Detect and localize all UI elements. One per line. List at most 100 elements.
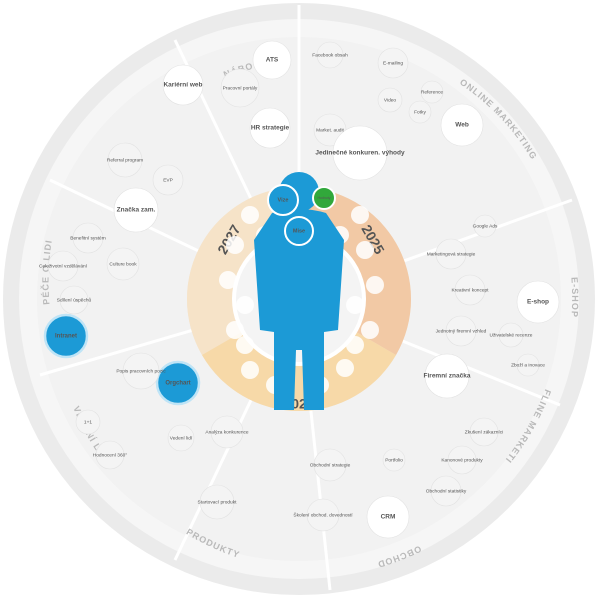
bubble-label: Intranet: [55, 334, 77, 340]
bubble-label: Zkušení zákazníci: [465, 429, 503, 435]
bubble-label: Portfolio: [385, 457, 403, 463]
bubble-analy-za-konkurence[interactable]: Analýza konkurence: [205, 415, 249, 449]
bubble-web[interactable]: Web: [440, 103, 484, 147]
bubble-label: Popis pracovních pozic: [116, 368, 166, 374]
mise-node[interactable]: Mise: [284, 216, 314, 246]
vize-node[interactable]: Vize: [267, 184, 299, 216]
year-dot: [346, 296, 364, 314]
bubble-google-ads[interactable]: Google Ads: [473, 214, 498, 238]
bubble-1-1[interactable]: 1+1: [75, 409, 101, 435]
bubble-intranet[interactable]: Intranet: [43, 313, 89, 359]
year-dot: [241, 361, 259, 379]
bubble-video[interactable]: Video: [377, 87, 403, 113]
bubble-label: Jednotný firemní vzhled: [436, 328, 487, 334]
bubble-vedeni-lidi[interactable]: Vedení lidí: [167, 424, 195, 452]
bubble-label: Analýza konkurence: [205, 429, 249, 435]
bubble-layer: Kariérní web Pracovní portály ATS HR strate…: [39, 40, 560, 539]
bubble-marketingova-strategie[interactable]: Marketingová strategie: [427, 238, 476, 270]
bubble-orgchart[interactable]: Orgchart: [155, 360, 201, 406]
bubble-firemni-znac-ka[interactable]: Firemní značka: [424, 353, 471, 399]
year-dot: [219, 271, 237, 289]
bubble-evp[interactable]: EVP: [152, 164, 184, 196]
year-dot: [226, 321, 244, 339]
bubble-label: Značka zam.: [117, 207, 156, 214]
bubble-obchodni-strategie[interactable]: Obchodní strategie: [310, 448, 351, 482]
mise-label: Mise: [293, 228, 305, 234]
bubble-label: EVP: [163, 177, 173, 183]
bubble-label: Facebook obsah: [312, 52, 348, 58]
bubble-culture-book[interactable]: Culture book: [106, 247, 140, 281]
bubble-label: Zboží a inovace: [511, 362, 545, 368]
bubble-facebook-obsah[interactable]: Facebook obsah: [312, 41, 348, 69]
year-dot: [346, 336, 364, 354]
bubble-s-koleni-obchod-dovednosti[interactable]: Školení obchod. dovedností: [293, 498, 353, 532]
year-dot: [236, 336, 254, 354]
bubble-label: HR strategie: [251, 125, 290, 132]
year-dot: [236, 296, 254, 314]
bubble-label: Hodnocení 360°: [93, 452, 128, 458]
bubble-label: Fotky: [414, 109, 426, 115]
bubble-label: CRM: [381, 514, 396, 521]
bubble-label: Kreativní koncept: [451, 287, 489, 293]
bubble-sdi-leni-u-spe-chu[interactable]: Sdílení úspěchů: [57, 285, 92, 315]
bubble-jedinec-ne-konkuren-vy-hody[interactable]: Jedinečné konkuren. výhody: [315, 125, 405, 181]
bubble-zkus-eni-za-kazni-ci[interactable]: Zkušení zákazníci: [465, 417, 503, 447]
bubble-label: E-mailing: [383, 60, 403, 66]
bubble-label: Reference: [421, 89, 443, 95]
bubble-hodnoceni-360[interactable]: Hodnocení 360°: [93, 440, 128, 470]
bubble-portfolio[interactable]: Portfolio: [382, 448, 406, 472]
bubble-label: Kariérní web: [163, 82, 202, 89]
bubble-label: Obchodní strategie: [310, 462, 351, 468]
bubble-celoz-ivotni-vzde-la-va-ni[interactable]: Celoživotní vzdělávání: [39, 250, 88, 282]
bubble-label: Pracovní portály: [223, 85, 258, 91]
year-dot: [336, 359, 354, 377]
bubble-pracovni-porta-ly[interactable]: Pracovní portály: [220, 68, 260, 108]
year-dot: [226, 236, 244, 254]
bubble-jednotny-firemni-vzhled[interactable]: Jednotný firemní vzhled: [436, 315, 487, 347]
year-dot: [351, 206, 369, 224]
year-dot: [361, 321, 379, 339]
bubble-label: Web: [455, 122, 469, 129]
bubble-hr-strategie[interactable]: HR strategie: [249, 107, 291, 149]
bubble-label: Marketingová strategie: [427, 251, 476, 257]
bubble-zboz-i-a-inovace[interactable]: Zboží a inovace: [511, 353, 545, 377]
bubble-label: Google Ads: [473, 223, 498, 229]
bubble-label: 1+1: [84, 419, 92, 425]
bubble-startovaci-produkt[interactable]: Startovací produkt: [198, 484, 238, 520]
bubble-referral-program[interactable]: Referral program: [107, 142, 143, 178]
bubble-label: Jedinečné konkuren. výhody: [315, 150, 405, 157]
bubble-reference[interactable]: Reference: [420, 80, 443, 104]
bubble-label: Obchodní statistiky: [426, 488, 467, 494]
bubble-karie-rni-web[interactable]: Kariérní web: [162, 64, 204, 106]
section-label-pece: PÉČE O LIDI: [40, 239, 54, 305]
hodnoty-label: Hodnoty: [317, 196, 330, 200]
bubble-label: Startovací produkt: [198, 499, 238, 505]
year-dot: [356, 241, 374, 259]
bubble-label: Sdílení úspěchů: [57, 296, 92, 303]
bubble-popis-pracovni-ch-pozic[interactable]: Popis pracovních pozic: [116, 352, 166, 390]
bubble-crm[interactable]: CRM: [366, 495, 410, 539]
bubble-label: Market. audit: [316, 127, 344, 133]
bubble-label: Culture book: [109, 261, 137, 267]
bubble-obchodni-statistiky[interactable]: Obchodní statistiky: [426, 475, 467, 507]
bubble-label: Celoživotní vzdělávání: [39, 263, 88, 269]
bubble-znac-ka-zam[interactable]: Značka zam.: [113, 187, 159, 233]
bubble-label: Benefitní systém: [70, 235, 105, 241]
bubble-fotky[interactable]: Fotky: [408, 100, 432, 124]
bubble-uz-ivatelske-recenze[interactable]: Uživatelské recenze: [490, 322, 533, 348]
bubble-label: Kanonové produkty: [441, 457, 483, 463]
bubble-kanonove-produkty[interactable]: Kanonové produkty: [441, 445, 483, 475]
bubble-benefitni-syste-m[interactable]: Benefitní systém: [70, 222, 106, 254]
year-dot: [366, 276, 384, 294]
bubble-kreativni-koncept[interactable]: Kreativní koncept: [451, 274, 489, 306]
bubble-e-shop[interactable]: E-shop: [516, 280, 560, 324]
bubble-label: Firemní značka: [424, 373, 471, 380]
bubble-label: Uživatelské recenze: [490, 332, 533, 338]
year-dot: [241, 206, 259, 224]
bubble-label: Vedení lidí: [170, 435, 193, 441]
hodnoty-node[interactable]: Hodnoty: [312, 186, 336, 210]
bubble-label: Orgchart: [165, 381, 190, 387]
bubble-ats[interactable]: ATS: [252, 40, 292, 80]
bubble-e-mailing[interactable]: E-mailing: [377, 47, 409, 79]
